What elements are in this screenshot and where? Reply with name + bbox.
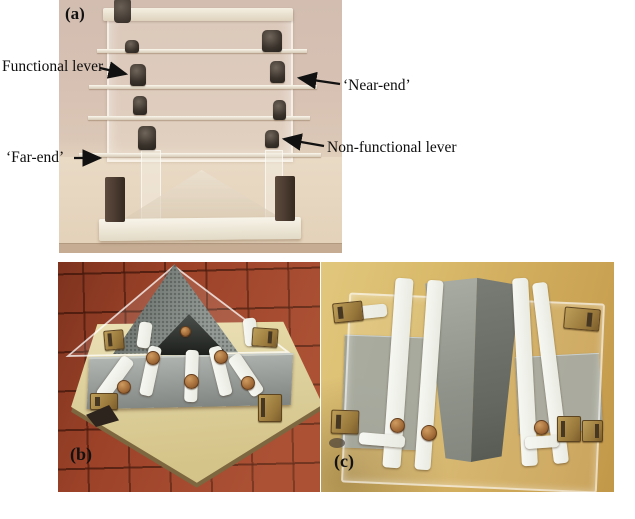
brass-knob — [146, 351, 160, 365]
brass-knob — [117, 380, 131, 394]
lever-knob — [262, 30, 282, 52]
white-lever — [524, 434, 560, 450]
annotation-far-end: ‘Far-end’ — [6, 149, 65, 166]
lever-rod — [89, 85, 317, 89]
brass-clip — [258, 394, 282, 422]
annotation-functional-lever: Functional lever — [2, 58, 104, 75]
brass-knob — [180, 326, 191, 337]
lever-rod — [88, 116, 310, 120]
functional-lever-knob — [130, 64, 146, 86]
annotation-non-functional-lever: Non-functional lever — [327, 139, 457, 156]
lever-rod — [97, 49, 307, 53]
photo-panel-c: (c) — [321, 262, 614, 492]
panel-b-label: (b) — [70, 444, 92, 464]
brass-knob — [534, 420, 549, 435]
dark-smudge — [329, 438, 345, 448]
near-end-knob — [270, 61, 285, 83]
dark-pillar — [105, 177, 125, 222]
brass-clip — [103, 329, 125, 351]
brass-knob — [421, 425, 437, 441]
panel-a-label: (a) — [65, 4, 85, 23]
brass-clip — [563, 306, 601, 332]
panel-c-label: (c) — [334, 451, 354, 471]
brass-clip — [557, 416, 581, 442]
brass-clip — [330, 409, 360, 435]
brass-knob — [241, 376, 255, 390]
brass-clip — [251, 327, 279, 348]
photo-panel-a: (a) — [59, 0, 342, 253]
lever-knob — [133, 96, 147, 115]
acrylic-top-plate — [103, 8, 293, 21]
white-base — [98, 216, 302, 242]
lever-knob — [125, 40, 139, 53]
brass-knob — [390, 418, 405, 433]
brass-clip — [332, 300, 364, 324]
lever-knob — [138, 126, 156, 150]
dark-pillar — [275, 176, 295, 221]
lever-knob — [273, 100, 286, 120]
non-functional-lever-knob — [265, 130, 279, 148]
lever-rod — [79, 153, 321, 157]
annotation-near-end: ‘Near-end’ — [343, 77, 411, 94]
table-front-edge — [59, 243, 342, 253]
brass-knob — [184, 374, 199, 389]
brass-clip — [582, 420, 603, 442]
photo-panel-b: (b) — [58, 262, 320, 492]
brass-knob — [214, 350, 228, 364]
top-clip — [114, 0, 131, 23]
